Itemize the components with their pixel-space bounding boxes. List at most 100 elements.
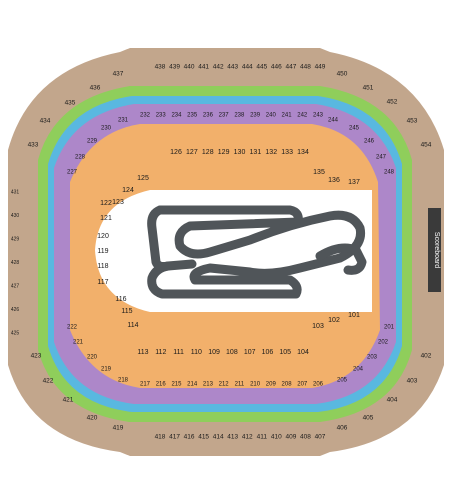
section-233[interactable]: 233 [156, 113, 167, 119]
section-431[interactable]: 431 [11, 189, 20, 195]
section-452[interactable]: 452 [387, 99, 398, 106]
section-105[interactable]: 105 [279, 349, 291, 356]
section-126[interactable]: 126 [170, 149, 182, 156]
section-220[interactable]: 220 [87, 355, 98, 361]
section-124[interactable]: 124 [122, 187, 134, 194]
section-447[interactable]: 447 [285, 64, 296, 71]
section-114[interactable]: 114 [127, 322, 138, 329]
section-119[interactable]: 119 [97, 248, 108, 255]
section-426[interactable]: 426 [11, 307, 20, 313]
section-125[interactable]: 125 [137, 175, 149, 182]
section-245[interactable]: 245 [349, 126, 360, 132]
section-230[interactable]: 230 [101, 126, 112, 132]
section-132[interactable]: 132 [265, 149, 277, 156]
section-427[interactable]: 427 [11, 283, 20, 289]
section-237[interactable]: 237 [219, 113, 230, 119]
section-247[interactable]: 247 [376, 155, 387, 161]
section-413[interactable]: 413 [227, 434, 238, 441]
section-215[interactable]: 215 [171, 382, 182, 388]
section-118[interactable]: 118 [97, 263, 108, 270]
section-127[interactable]: 127 [186, 149, 198, 156]
section-214[interactable]: 214 [187, 382, 198, 388]
section-133[interactable]: 133 [281, 149, 293, 156]
section-246[interactable]: 246 [364, 139, 375, 145]
section-443[interactable]: 443 [227, 64, 238, 71]
section-453[interactable]: 453 [407, 118, 418, 125]
section-423[interactable]: 423 [31, 353, 42, 360]
section-213[interactable]: 213 [203, 382, 214, 388]
section-205[interactable]: 205 [337, 378, 348, 384]
section-137[interactable]: 137 [348, 179, 360, 186]
section-116[interactable]: 116 [115, 296, 126, 303]
section-231[interactable]: 231 [118, 118, 129, 124]
section-442[interactable]: 442 [213, 64, 224, 71]
section-448[interactable]: 448 [300, 64, 311, 71]
section-222[interactable]: 222 [67, 325, 78, 331]
section-236[interactable]: 236 [203, 113, 214, 119]
section-103[interactable]: 103 [312, 323, 324, 330]
section-441[interactable]: 441 [198, 64, 209, 71]
section-110[interactable]: 110 [191, 349, 202, 356]
section-221[interactable]: 221 [73, 340, 84, 346]
section-131[interactable]: 131 [250, 149, 262, 156]
section-412[interactable]: 412 [242, 434, 253, 441]
section-450[interactable]: 450 [337, 71, 348, 78]
section-121[interactable]: 121 [100, 215, 112, 222]
section-111[interactable]: 111 [173, 349, 184, 356]
section-218[interactable]: 218 [118, 378, 129, 384]
section-227[interactable]: 227 [67, 170, 78, 176]
section-241[interactable]: 241 [282, 113, 293, 119]
section-454[interactable]: 454 [421, 142, 432, 149]
section-115[interactable]: 115 [121, 308, 132, 315]
section-439[interactable]: 439 [169, 64, 180, 71]
section-243[interactable]: 243 [313, 113, 324, 119]
section-238[interactable]: 238 [234, 113, 245, 119]
section-207[interactable]: 207 [297, 382, 308, 388]
section-219[interactable]: 219 [101, 367, 112, 373]
section-206[interactable]: 206 [313, 382, 324, 388]
section-122[interactable]: 122 [100, 200, 112, 207]
section-136[interactable]: 136 [328, 177, 340, 184]
section-234[interactable]: 234 [171, 113, 182, 119]
section-130[interactable]: 130 [234, 149, 246, 156]
section-210[interactable]: 210 [250, 382, 261, 388]
section-428[interactable]: 428 [11, 260, 20, 266]
section-418[interactable]: 418 [155, 434, 166, 441]
section-416[interactable]: 416 [184, 434, 195, 441]
section-445[interactable]: 445 [256, 64, 267, 71]
section-229[interactable]: 229 [87, 139, 98, 145]
section-117[interactable]: 117 [97, 279, 108, 286]
section-101[interactable]: 101 [348, 312, 360, 319]
section-429[interactable]: 429 [11, 236, 20, 242]
section-420[interactable]: 420 [87, 415, 98, 422]
section-446[interactable]: 446 [271, 64, 282, 71]
section-402[interactable]: 402 [421, 353, 432, 360]
section-248[interactable]: 248 [384, 170, 395, 176]
section-244[interactable]: 244 [328, 118, 339, 124]
section-438[interactable]: 438 [155, 64, 166, 71]
section-403[interactable]: 403 [407, 378, 418, 385]
section-108[interactable]: 108 [226, 349, 238, 356]
section-419[interactable]: 419 [113, 425, 124, 432]
section-409[interactable]: 409 [285, 434, 296, 441]
section-405[interactable]: 405 [363, 415, 374, 422]
section-107[interactable]: 107 [244, 349, 256, 356]
section-433[interactable]: 433 [28, 142, 39, 149]
section-129[interactable]: 129 [218, 149, 230, 156]
section-440[interactable]: 440 [184, 64, 195, 71]
section-112[interactable]: 112 [155, 349, 166, 356]
section-104[interactable]: 104 [297, 349, 309, 356]
section-208[interactable]: 208 [282, 382, 293, 388]
section-217[interactable]: 217 [140, 382, 151, 388]
section-232[interactable]: 232 [140, 113, 151, 119]
section-212[interactable]: 212 [219, 382, 230, 388]
section-406[interactable]: 406 [337, 425, 348, 432]
section-415[interactable]: 415 [198, 434, 209, 441]
section-434[interactable]: 434 [40, 118, 51, 125]
section-102[interactable]: 102 [328, 317, 340, 324]
section-417[interactable]: 417 [169, 434, 180, 441]
section-123[interactable]: 123 [112, 199, 124, 206]
section-435[interactable]: 435 [65, 100, 76, 107]
section-204[interactable]: 204 [353, 367, 364, 373]
section-411[interactable]: 411 [257, 434, 268, 441]
